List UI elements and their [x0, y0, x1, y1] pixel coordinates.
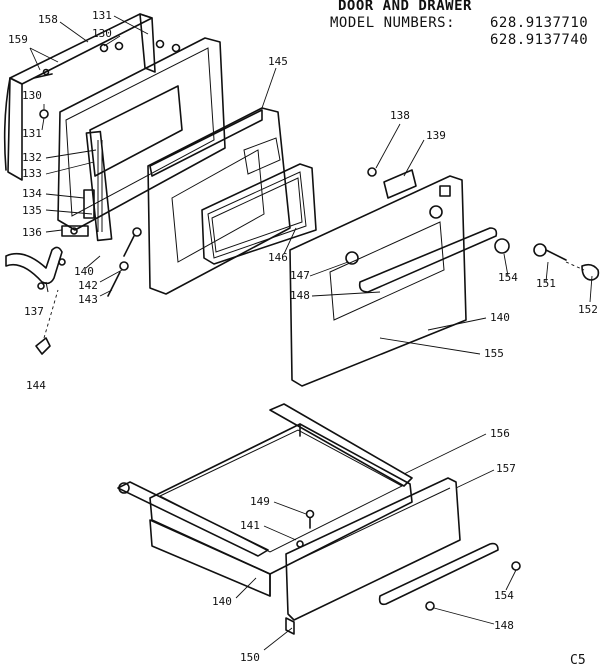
- screws-left: [33, 39, 181, 297]
- drawer-screws: [296, 509, 521, 611]
- door-outer-frame: [3, 13, 156, 181]
- callout-138: 138: [390, 109, 410, 122]
- callout-145: 145: [268, 55, 288, 68]
- callout-130: 130: [92, 27, 112, 40]
- drawer-front-panel: [285, 477, 461, 635]
- callout-159: 159: [8, 33, 28, 46]
- leader-lines: [29, 15, 593, 651]
- callout-158: 158: [38, 13, 58, 26]
- door-liner-frame: [57, 37, 226, 231]
- callout-154: 154: [498, 271, 518, 284]
- callout-148: 148: [494, 619, 514, 632]
- callout-147: 147: [290, 269, 310, 282]
- model-numbers-label: MODEL NUMBERS:: [330, 15, 456, 31]
- callout-155: 155: [484, 347, 504, 360]
- callout-135: 135: [22, 204, 42, 217]
- callout-131: 131: [92, 9, 112, 22]
- callout-146: 146: [268, 251, 288, 264]
- callout-140: 140: [490, 311, 510, 324]
- callout-152: 152: [578, 303, 598, 316]
- diagram-title: DOOR AND DRAWER: [338, 0, 472, 14]
- callout-139: 139: [426, 129, 446, 142]
- callout-137: 137: [24, 305, 44, 318]
- callout-154: 154: [494, 589, 514, 602]
- oven-door-front: [289, 175, 498, 387]
- callout-143: 143: [78, 293, 98, 306]
- callout-136: 136: [22, 226, 42, 239]
- window-glass: [201, 163, 317, 265]
- callout-150: 150: [240, 651, 260, 664]
- callout-141: 141: [240, 519, 260, 532]
- hinge-arm: [5, 246, 63, 293]
- callout-142: 142: [78, 279, 98, 292]
- callout-148: 148: [290, 289, 310, 302]
- callout-157: 157: [496, 462, 516, 475]
- drawer-handle: [378, 542, 499, 606]
- drawer-body: [149, 423, 413, 597]
- callout-149: 149: [250, 495, 270, 508]
- callout-133: 133: [22, 167, 42, 180]
- callout-131: 131: [22, 127, 42, 140]
- page-code: C5: [570, 653, 586, 668]
- model-number-2: 628.9137740: [490, 32, 589, 48]
- drawer-rails: [117, 403, 413, 557]
- callout-156: 156: [490, 427, 510, 440]
- callout-132: 132: [22, 151, 42, 164]
- callout-151: 151: [536, 277, 556, 290]
- callout-140: 140: [212, 595, 232, 608]
- callout-144: 144: [26, 379, 46, 392]
- door-hardware-right: [367, 167, 600, 281]
- model-number-1: 628.9137710: [490, 15, 589, 31]
- callout-134: 134: [22, 187, 42, 200]
- callout-130: 130: [22, 89, 42, 102]
- callout-140: 140: [74, 265, 94, 278]
- hinge-assembly: [61, 130, 113, 242]
- hinge-clip: [35, 289, 59, 355]
